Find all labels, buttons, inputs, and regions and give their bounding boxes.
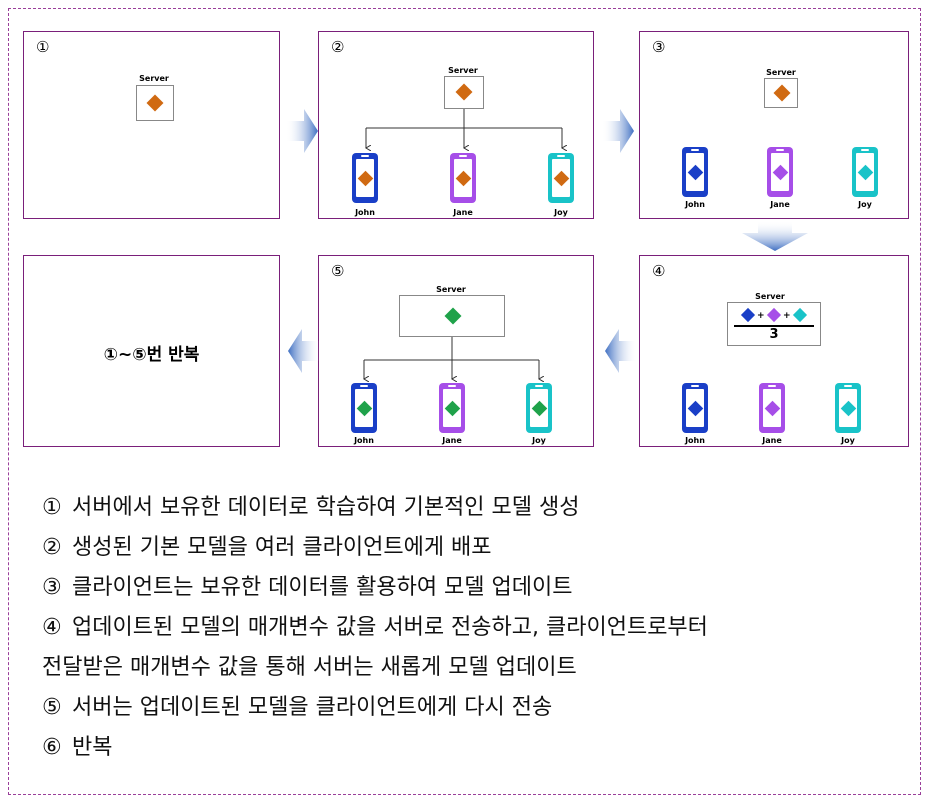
step-item: ④ 업데이트된 모델의 매개변수 값을 서버로 전송하고, 클라이언트로부터: [42, 613, 922, 653]
step-item-number: ①: [42, 495, 62, 520]
john-model-icon: [740, 307, 756, 323]
left-arrow-icon: [605, 329, 637, 373]
step-number: ①: [36, 38, 50, 56]
phone-john-icon: [682, 383, 708, 433]
model-diamond-icon: [146, 94, 164, 112]
server-box: [136, 85, 174, 121]
step-item-number: ④: [42, 615, 62, 640]
step-item: 전달받은 매개변수 값을 통해 서버는 새롭게 모델 업데이트: [42, 653, 922, 693]
server-label: Server: [448, 66, 478, 75]
step-item-number: ⑤: [42, 695, 62, 720]
phone-john-icon: [352, 153, 378, 203]
server-label: Server: [139, 74, 169, 83]
right-arrow-icon: [602, 109, 634, 153]
client-name-jane: Jane: [442, 436, 462, 445]
step-item: ② 생성된 기본 모델을 여러 클라이언트에게 배포: [42, 533, 922, 573]
step-number: ⑤: [331, 262, 345, 280]
phone-john-icon: [351, 383, 377, 433]
client-name-jane: Jane: [453, 208, 473, 217]
step-item-text: 서버는 업데이트된 모델을 클라이언트에게 다시 전송: [72, 695, 553, 720]
client-name-joy: Joy: [532, 436, 546, 445]
step-number: ④: [652, 262, 666, 280]
plus-sign: +: [783, 311, 791, 321]
client-name-joy: Joy: [841, 436, 855, 445]
phone-jane-icon: [439, 383, 465, 433]
global-model-icon: [444, 307, 462, 325]
client-name-john: John: [355, 208, 375, 217]
diagram-frame: ① Server ② Server John Jane: [8, 8, 921, 795]
fraction-denominator: 3: [769, 327, 779, 342]
phone-joy-icon: [835, 383, 861, 433]
step-item: ⑤ 서버는 업데이트된 모델을 클라이언트에게 다시 전송: [42, 693, 922, 733]
client-name-john: John: [354, 436, 374, 445]
server-box: [399, 295, 505, 337]
server-box: [764, 78, 798, 108]
step-item-number: ③: [42, 575, 62, 600]
client-name-joy: Joy: [858, 200, 872, 209]
phone-joy-icon: [526, 383, 552, 433]
client-name-john: John: [685, 436, 705, 445]
step-item-text: 반복: [72, 735, 113, 760]
step-item-text: 업데이트된 모델의 매개변수 값을 서버로 전송하고, 클라이언트로부터: [72, 615, 708, 640]
step-item: ③ 클라이언트는 보유한 데이터를 활용하여 모델 업데이트: [42, 573, 922, 613]
step-list: ① 서버에서 보유한 데이터로 학습하여 기본적인 모델 생성 ② 생성된 기본 모델…: [42, 493, 922, 773]
step-item-text: 전달받은 매개변수 값을 통해 서버는 새롭게 모델 업데이트: [42, 655, 577, 680]
repeat-text: ①~⑤번 반복: [103, 345, 200, 365]
right-arrow-icon: [286, 109, 318, 153]
panel-step-3: ③ Server John Jane Joy: [639, 31, 909, 219]
step-item-text: 클라이언트는 보유한 데이터를 활용하여 모델 업데이트: [72, 575, 573, 600]
panel-repeat: ①~⑤번 반복: [23, 255, 280, 447]
panel-step-5: ⑤ Server John Jane Joy: [318, 255, 594, 447]
phone-jane-icon: [759, 383, 785, 433]
plus-sign: +: [757, 311, 765, 321]
panel-step-2: ② Server John Jane Joy: [318, 31, 594, 219]
model-diamond-icon: [773, 84, 791, 102]
joy-model-icon: [792, 307, 808, 323]
step-item-text: 서버에서 보유한 데이터로 학습하여 기본적인 모델 생성: [72, 495, 580, 520]
step-item: ⑥ 반복: [42, 733, 922, 773]
client-name-jane: Jane: [770, 200, 790, 209]
fraction-bar: [734, 325, 814, 327]
left-arrow-icon: [288, 329, 320, 373]
client-name-jane: Jane: [762, 436, 782, 445]
server-label: Server: [755, 292, 785, 301]
step-number: ③: [652, 38, 666, 56]
server-box: [444, 76, 484, 109]
panel-step-4: ④ Server + + 3 John Jane Joy: [639, 255, 909, 447]
panel-step-1: ① Server: [23, 31, 280, 219]
phone-jane-icon: [450, 153, 476, 203]
step-item-number: ②: [42, 535, 62, 560]
phone-john-icon: [682, 147, 708, 197]
model-diamond-icon: [455, 83, 473, 101]
step-number: ②: [331, 38, 345, 56]
step-item-text: 생성된 기본 모델을 여러 클라이언트에게 배포: [72, 535, 492, 560]
phone-jane-icon: [767, 147, 793, 197]
phone-joy-icon: [852, 147, 878, 197]
jane-model-icon: [766, 307, 782, 323]
client-name-john: John: [685, 200, 705, 209]
step-item: ① 서버에서 보유한 데이터로 학습하여 기본적인 모델 생성: [42, 493, 922, 533]
server-aggregation-box: + + 3: [727, 302, 821, 346]
server-label: Server: [766, 68, 796, 77]
server-label: Server: [436, 285, 466, 294]
client-name-joy: Joy: [554, 208, 568, 217]
down-arrow-icon: [742, 221, 808, 251]
step-item-number: ⑥: [42, 735, 62, 760]
phone-joy-icon: [548, 153, 574, 203]
